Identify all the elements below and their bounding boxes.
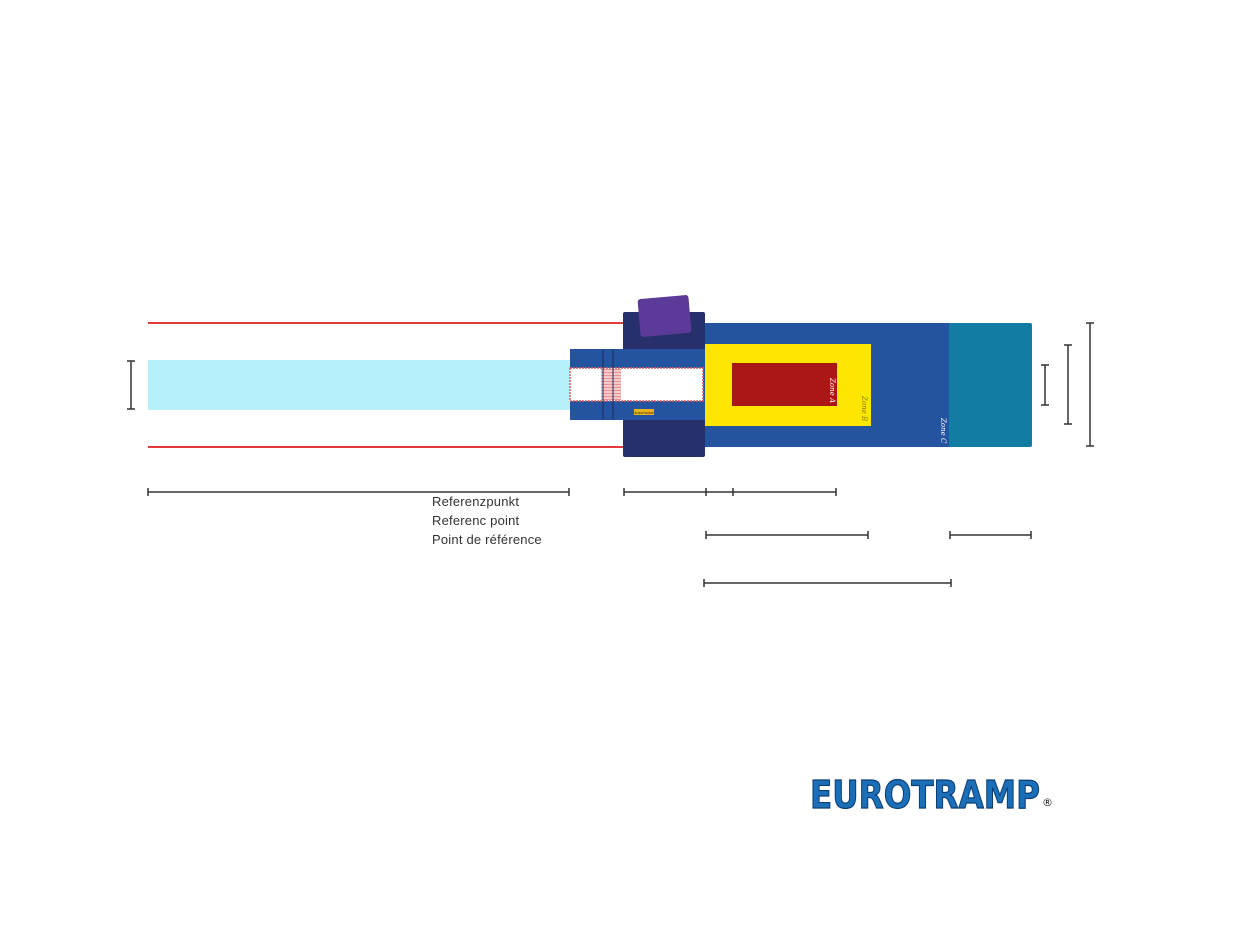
dimension-zone-b-width	[1064, 344, 1072, 425]
zone-b-label: Zone B	[860, 395, 868, 421]
eurotramp-logo: EUROTRAMP ®	[809, 772, 1053, 817]
runway	[148, 360, 573, 410]
brand-plate-label: EUROTRAMP	[635, 411, 654, 415]
dimension-runway-width	[127, 360, 135, 410]
dimension-zone-b-length	[705, 531, 869, 539]
trampoline-bed	[569, 367, 704, 402]
reference-point-label-de: Referenzpunkt	[432, 494, 520, 509]
zone-a-label: Zone A	[828, 377, 836, 403]
zone-a	[732, 363, 837, 406]
logo-registered-mark: ®	[1042, 796, 1053, 809]
zone-c-label: Zone C	[939, 417, 947, 444]
brand-plate	[634, 409, 654, 415]
dimension-mat-width	[1086, 322, 1094, 447]
dimension-runway-length	[147, 488, 570, 496]
logo-wordmark: EUROTRAMP	[810, 773, 1040, 817]
dimension-mat-extension-length	[949, 531, 1032, 539]
landing-mat-extension	[949, 323, 1032, 447]
spotting-block	[637, 295, 692, 337]
reference-point-label-en: Referenc point	[432, 513, 520, 528]
reference-point-label-fr: Point de référence	[432, 532, 542, 547]
dimension-mat-length	[703, 579, 952, 587]
dimension-zone-a-width	[1041, 364, 1049, 406]
dimension-trampoline-length	[623, 488, 837, 496]
